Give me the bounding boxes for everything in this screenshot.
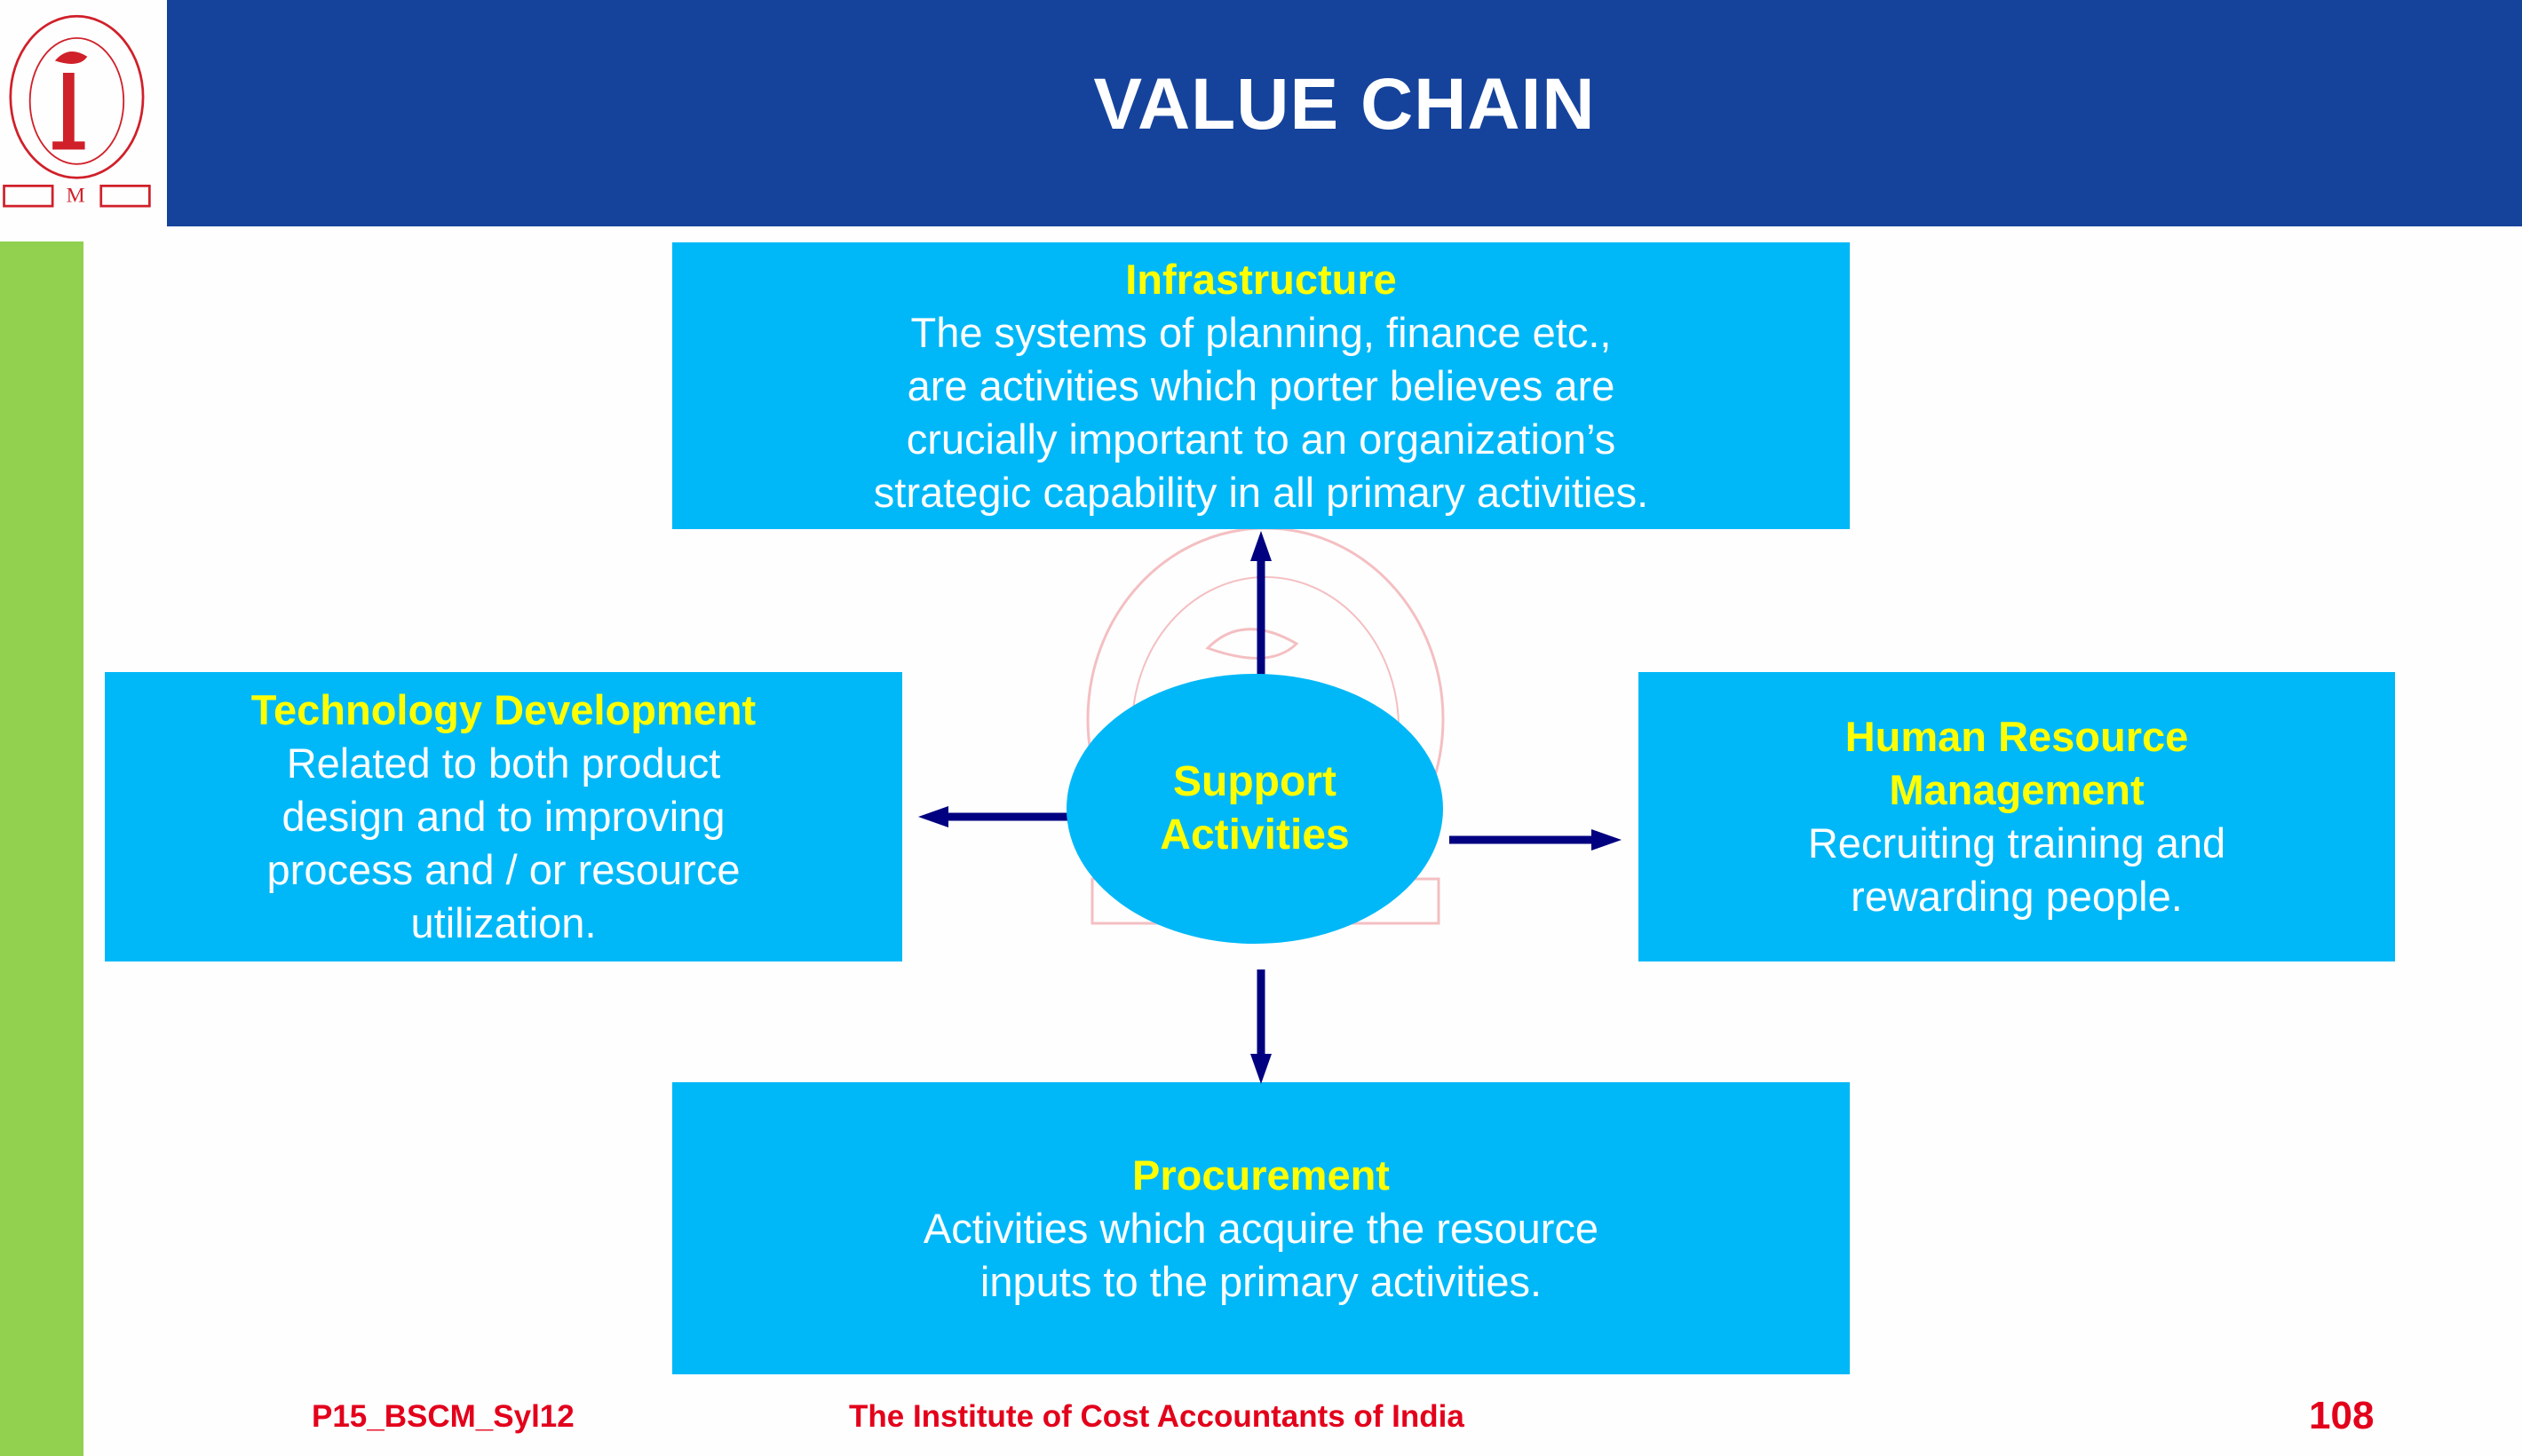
arrow-right-head xyxy=(1591,829,1622,851)
procurement-title: Procurement xyxy=(1132,1151,1390,1199)
technology-development-box: Technology Development Related to both p… xyxy=(105,672,902,961)
support-label: Support xyxy=(1173,758,1336,805)
technology-line: design and to improving xyxy=(282,793,726,840)
institute-logo: M xyxy=(3,14,151,208)
procurement-line: inputs to the primary activities. xyxy=(979,1257,1543,1305)
infrastructure-line: The systems of planning, finance etc., xyxy=(910,308,1612,356)
technology-title: Technology Development xyxy=(250,686,757,733)
header-bar xyxy=(167,0,2522,226)
footer-institute: The Institute of Cost Accountants of Ind… xyxy=(849,1399,1464,1434)
arrow-left-head xyxy=(918,806,948,827)
technology-line: utilization. xyxy=(410,899,597,946)
technology-line: process and / or resource xyxy=(266,846,741,893)
hr-title-line: Human Resource xyxy=(1844,713,2189,760)
footer-code: P15_BSCM_Syl12 xyxy=(312,1399,575,1434)
technology-line: Related to both product xyxy=(286,740,721,787)
page-number: 108 xyxy=(2309,1394,2375,1437)
infrastructure-box: Infrastructure The systems of planning, … xyxy=(672,242,1850,529)
support-activities-ellipse: Support Activities xyxy=(1067,674,1443,944)
infrastructure-line: crucially important to an organization’s xyxy=(906,415,1616,463)
accent-bar xyxy=(0,241,83,1456)
infrastructure-title: Infrastructure xyxy=(1125,255,1397,303)
arrow-down-head xyxy=(1250,1054,1272,1084)
procurement-box: Procurement Activities which acquire the… xyxy=(672,1082,1850,1374)
hr-line: Recruiting training and xyxy=(1807,819,2226,866)
hr-line: rewarding people. xyxy=(1851,873,2183,920)
page-title: VALUE CHAIN xyxy=(1093,63,1596,145)
svg-text:M: M xyxy=(67,185,85,208)
hr-title-line: Management xyxy=(1889,766,2145,813)
procurement-line: Activities which acquire the resource xyxy=(923,1204,1599,1252)
activities-label: Activities xyxy=(1160,811,1350,859)
human-resource-box: Human Resource Management Recruiting tra… xyxy=(1638,672,2395,961)
infrastructure-line: are activities which porter believes are xyxy=(907,361,1615,409)
infrastructure-line: strategic capability in all primary acti… xyxy=(873,468,1649,516)
